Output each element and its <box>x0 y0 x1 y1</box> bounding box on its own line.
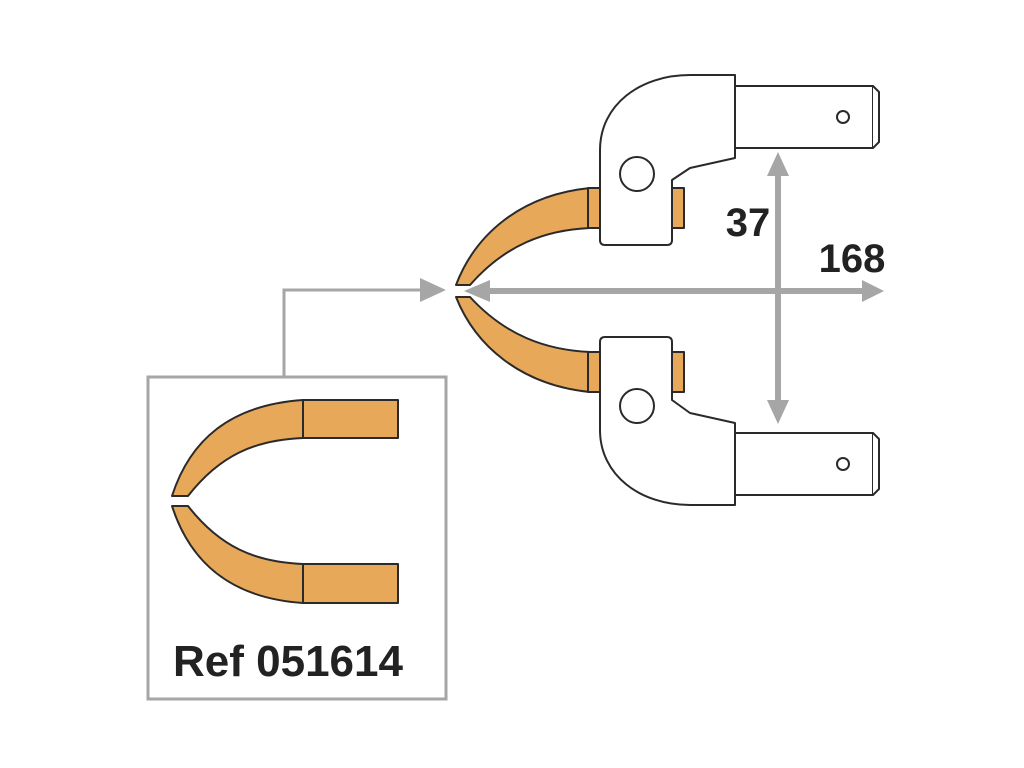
inset-electrode-icon <box>171 399 399 604</box>
length-dimension-line <box>464 280 884 302</box>
ref-label: Ref 051614 <box>173 637 403 686</box>
callout-connector-line <box>282 288 420 377</box>
height-dimension-label: 37 <box>726 201 771 245</box>
upper-holder-icon <box>599 74 880 246</box>
length-dimension-label: 168 <box>819 237 886 281</box>
lower-holder-icon <box>599 336 880 506</box>
height-dimension-line <box>767 152 789 424</box>
callout-arrow-head <box>420 278 446 302</box>
